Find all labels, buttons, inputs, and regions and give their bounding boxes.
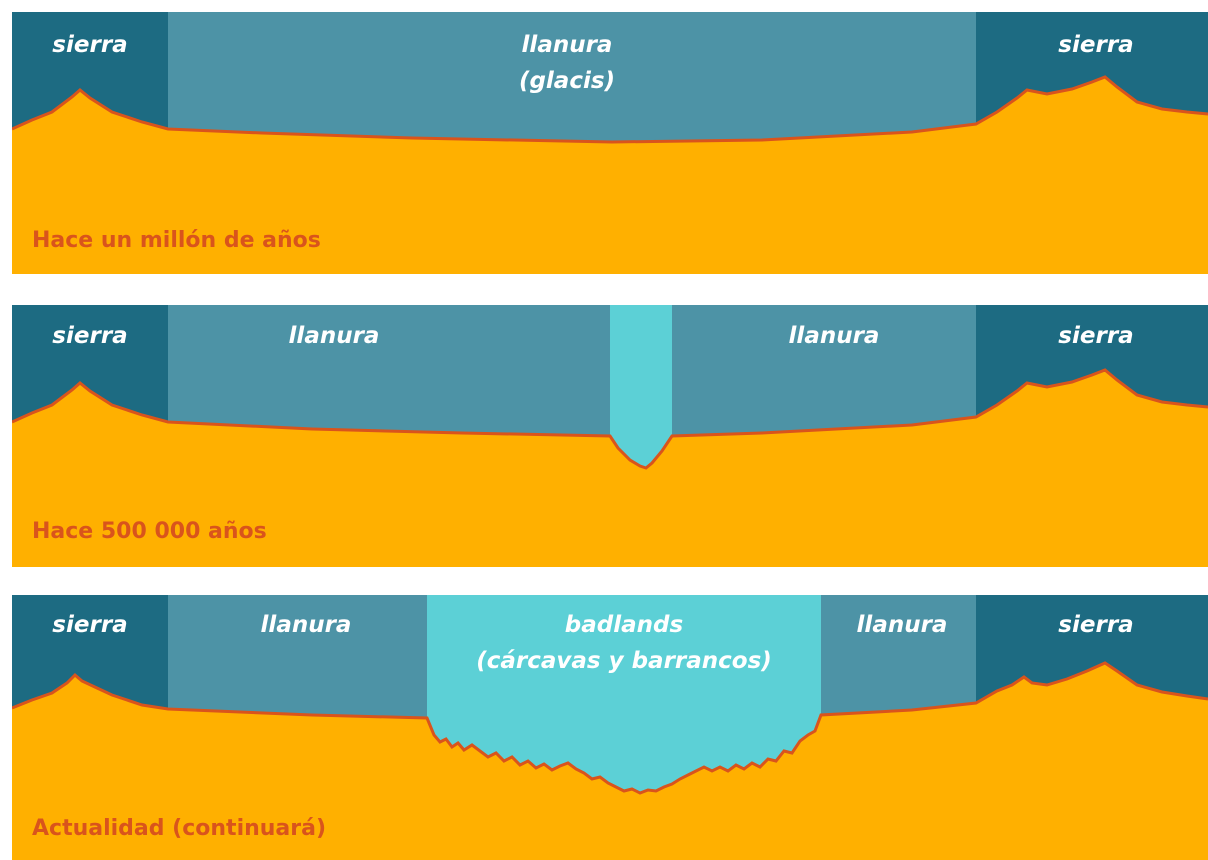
caption-stage-3: Actualidad (continuará) [32,816,327,841]
label-plain-left: llanura [288,323,380,349]
panel-stage-1: sierra llanura (glacis) sierra Hace un m… [12,12,1208,274]
label-plain-right: llanura [856,612,948,638]
label-sierra-left: sierra [52,612,128,638]
label-plain-subtitle: (glacis) [518,68,616,94]
caption-stage-1: Hace un millón de años [32,228,321,253]
label-sierra-left: sierra [52,323,128,349]
label-sierra-left: sierra [52,32,128,58]
label-plain: llanura [521,32,613,58]
label-sierra-right: sierra [1058,612,1134,638]
label-sierra-right: sierra [1058,32,1134,58]
panel-1-graphic [12,12,1208,274]
label-badlands: badlands [564,612,684,638]
label-badlands-subtitle: (cárcavas y barrancos) [476,648,772,674]
ground-terrain [12,370,1208,567]
ground-terrain [12,77,1208,274]
panel-stage-2: sierra llanura llanura sierra Hace 500 0… [12,305,1208,567]
panel-stage-3: sierra llanura badlands (cárcavas y barr… [12,595,1208,860]
ground-surface-line [12,368,1208,470]
label-plain-left: llanura [260,612,352,638]
ground-surface-line [12,75,1208,144]
ground-terrain [12,663,1208,860]
caption-stage-2: Hace 500 000 años [32,519,267,544]
panel-3-graphic [12,595,1208,860]
label-sierra-right: sierra [1058,323,1134,349]
label-plain-right: llanura [788,323,880,349]
ground-surface-line [12,661,1208,795]
panel-2-graphic [12,305,1208,567]
